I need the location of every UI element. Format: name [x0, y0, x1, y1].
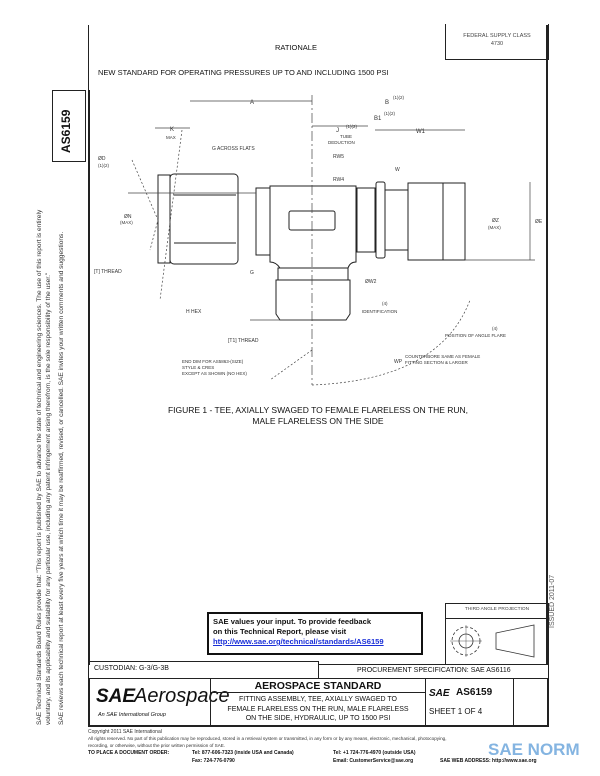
doc-number: AS6159: [456, 687, 493, 698]
label-w2: ØW2: [365, 279, 377, 285]
label-b-note: (1)(2): [393, 95, 405, 100]
fsc-value: 4730: [490, 41, 504, 47]
title-line-3: ON THE SIDE, HYDRAULIC, UP TO 1500 PSI: [245, 715, 391, 722]
label-w: W: [395, 167, 400, 173]
web-address[interactable]: SAE WEB ADDRESS: http://www.sae.org: [440, 758, 537, 764]
side-neck: [277, 267, 349, 281]
aerospace-standard-heading: AEROSPACE STANDARD: [254, 680, 382, 692]
nut-body: [169, 173, 239, 265]
side-hex: [275, 279, 351, 321]
custodian-cell: CUSTODIAN: G-3/G-3B: [88, 661, 319, 679]
label-g: G: [250, 270, 254, 276]
title-line-1: FITTING ASSEMBLY, TEE, AXIALLY SWAGED TO: [239, 696, 397, 703]
sheet-number: SHEET 1 OF 4: [429, 707, 483, 716]
figure-caption-2: MALE FLARELESS ON THE SIDE: [252, 416, 384, 426]
label-z-note: (MAX): [488, 225, 501, 230]
label-deduction: DEDUCTION: [328, 140, 355, 145]
label-k-note: MAX: [166, 135, 176, 140]
rights-line-2: recording, or otherwise, without the pri…: [88, 743, 226, 748]
procurement-cell: PROCUREMENT SPECIFICATION: SAE AS6116: [318, 664, 549, 679]
label-d-note: (1)(2): [98, 163, 110, 168]
run-collar: [356, 187, 376, 253]
label-position: POSITION OF ANGLE FLARE: [445, 333, 506, 338]
doc-sae-logo: SAE: [429, 688, 450, 699]
order-label: TO PLACE A DOCUMENT ORDER:: [88, 750, 170, 756]
run-flange: [375, 181, 386, 259]
wp-note-2: FITTING SECTION & LARGER: [405, 360, 469, 365]
run-neck: [384, 189, 409, 251]
label-position-note: (4): [492, 326, 498, 331]
logo-subtitle: An SAE International Group: [98, 712, 166, 718]
tel-intl: Tel: +1 724-776-4970 (outside USA): [333, 750, 416, 756]
logo-sae: SAE: [96, 686, 136, 707]
label-rw4: RW4: [333, 177, 344, 183]
blank-cell: [513, 678, 549, 727]
label-rw5: RW5: [333, 154, 344, 160]
feedback-box: SAE values your input. To provide feedba…: [207, 612, 423, 655]
projection-label: THIRD ANGLE PROJECTION: [464, 607, 530, 612]
procurement: PROCUREMENT SPECIFICATION: SAE AS6116: [357, 667, 511, 674]
run-nut: [407, 182, 466, 261]
copyright: Copyright 2011 SAE International: [88, 729, 162, 735]
label-e: ØE: [535, 219, 543, 225]
label-j-note: (1)(2): [346, 124, 358, 129]
label-j: J: [336, 128, 339, 134]
document-title: FITTING ASSEMBLY, TEE, AXIALLY SWAGED TO…: [211, 695, 425, 724]
label-thread: [T] THREAD: [94, 269, 122, 275]
margin-doc-number-box: AS6159: [52, 90, 86, 162]
label-wp: WP: [394, 359, 403, 365]
tube-collar: [255, 187, 271, 256]
label-k: K: [170, 127, 174, 133]
watermark: SAE NORM: [488, 740, 580, 759]
rationale-text: NEW STANDARD FOR OPERATING PRESSURES UP …: [98, 68, 389, 77]
label-b1-note: (1)(2): [384, 111, 396, 116]
rationale-title: RATIONALE: [275, 43, 317, 52]
feedback-line-2: on this Technical Report, please visit: [213, 627, 347, 636]
fsc-box: FEDERAL SUPPLY CLASS 4730: [445, 24, 549, 60]
wp-note-1: COUNTERBORE SAME AS FEMALE: [405, 354, 480, 359]
label-identification: IDENTIFICATION: [362, 309, 397, 314]
fsc-label: FEDERAL SUPPLY CLASS: [463, 33, 531, 39]
feedback-link[interactable]: http://www.sae.org/technical/standards/A…: [213, 637, 384, 646]
doc-number-cell: SAE AS6159 SHEET 1 OF 4: [425, 678, 514, 727]
third-angle-symbol-icon: [450, 624, 535, 658]
label-b: B: [385, 100, 389, 106]
label-h-hex: H HEX: [186, 309, 202, 315]
label-b1: B1: [374, 116, 382, 122]
label-tube: TUBE: [340, 134, 352, 139]
nut-face: [157, 174, 171, 264]
label-d: ØD: [98, 156, 106, 162]
fax: Fax: 724-776-0790: [192, 758, 235, 764]
email[interactable]: Email: CustomerService@sae.org: [333, 758, 414, 764]
end-note-2: STYLE & CRES: [182, 365, 214, 370]
rights-line-1: All rights reserved. No part of this pub…: [88, 736, 447, 741]
label-z: ØZ: [492, 218, 499, 224]
label-ident-note: (4): [382, 301, 388, 306]
logo-aerospace: Aerospace: [134, 685, 230, 707]
title-cell: AEROSPACE STANDARD FITTING ASSEMBLY, TEE…: [210, 678, 426, 727]
logo-cell: SAE Aerospace An SAE International Group: [88, 678, 230, 727]
feedback-line-1: SAE values your input. To provide feedba…: [213, 617, 372, 626]
tel-us: Tel: 877-606-7323 (inside USA and Canada…: [192, 750, 294, 756]
label-a: A: [250, 100, 254, 106]
figure-caption-1: FIGURE 1 - TEE, AXIALLY SWAGED TO FEMALE…: [167, 405, 469, 415]
custodian: CUSTODIAN: G-3/G-3B: [94, 665, 169, 672]
label-g-flats: G ACROSS FLATS: [212, 146, 255, 152]
label-t1-thread: [T1] THREAD: [228, 338, 259, 344]
label-n: ØN: [124, 214, 132, 220]
title-line-2: FEMALE FLARELESS ON THE RUN, MALE FLAREL…: [227, 705, 409, 713]
frame-left-rule: [88, 90, 90, 665]
label-n-note: (MAX): [120, 220, 133, 225]
end-note-1: END DIM FOR AS5863-(SIZE): [182, 359, 244, 364]
projection-box: THIRD ANGLE PROJECTION: [445, 603, 549, 665]
end-note-3: EXCEPT AS SHOWN (NO HEX): [182, 371, 247, 376]
tee-body: [269, 185, 357, 269]
label-w1: W1: [416, 129, 426, 135]
